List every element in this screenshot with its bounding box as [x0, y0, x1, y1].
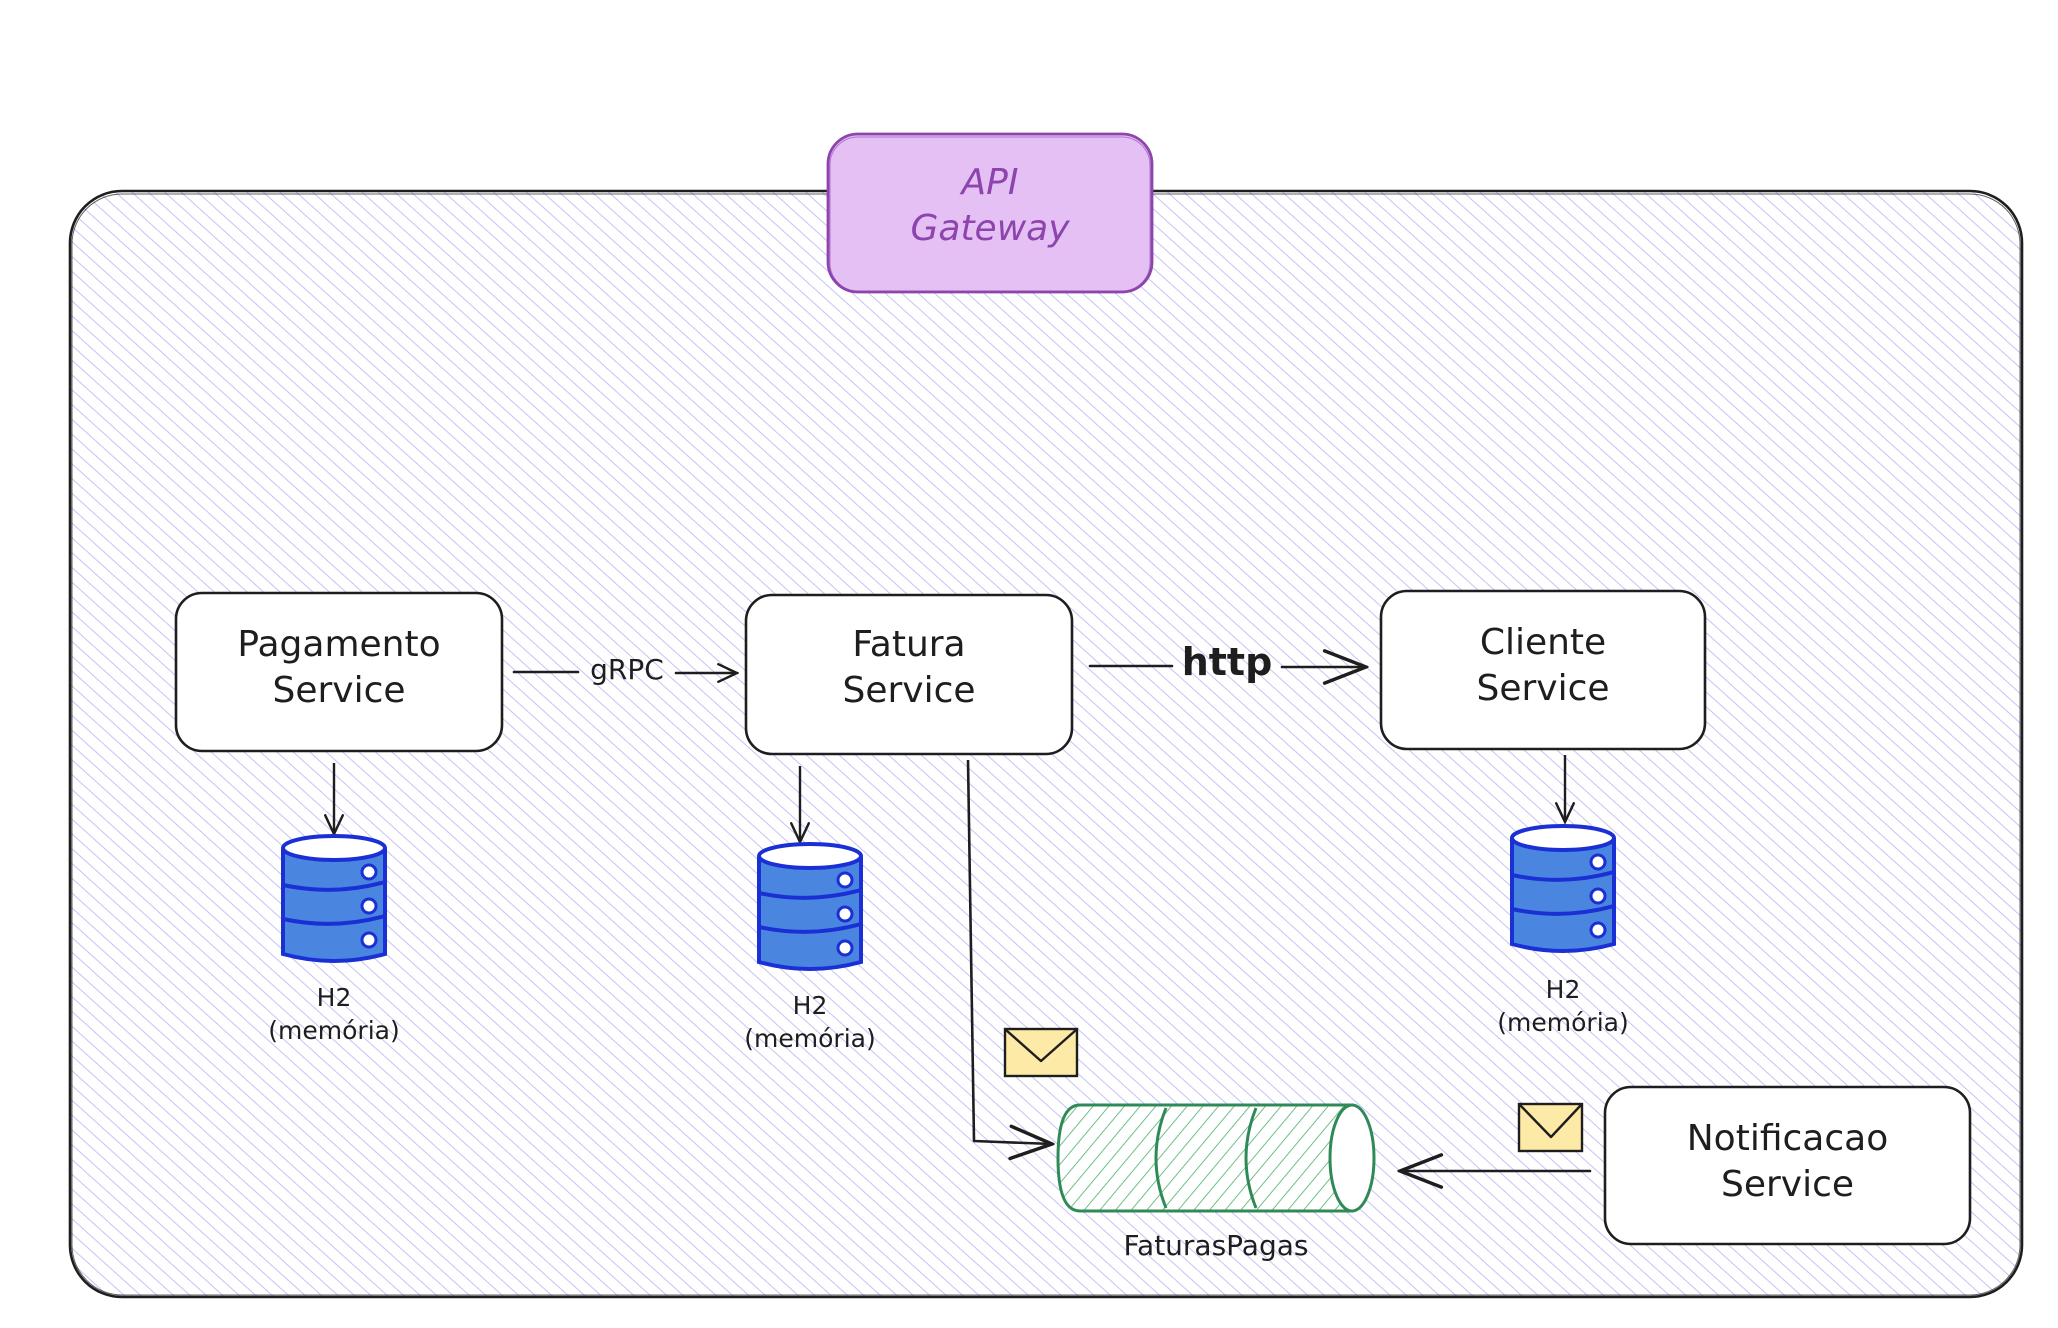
cliente-service-node[interactable] [1379, 589, 1707, 751]
message-envelope-icon [1517, 1102, 1584, 1153]
database-icon [757, 842, 863, 971]
db-pagamento-label: H2 (memória) [268, 983, 400, 1045]
cliente-service-label: Cliente Service [1476, 622, 1610, 710]
pagamento-service-label: Pagamento Service [237, 624, 441, 712]
http-edge-label: http [1181, 640, 1273, 684]
fatura-service-label: Fatura Service [842, 624, 976, 712]
queue-faturas-pagas-icon[interactable] [1056, 1103, 1376, 1213]
api-gateway-label: API Gateway [910, 162, 1070, 250]
db-fatura-label: H2 (memória) [744, 991, 876, 1053]
pagamento-service-node[interactable] [174, 591, 504, 753]
api-gateway-node[interactable] [826, 132, 1154, 294]
grpc-edge-label: gRPC [590, 653, 664, 686]
db-cliente-label: H2 (memória) [1497, 975, 1629, 1037]
database-icon [281, 834, 387, 963]
queue-label: FaturasPagas [1123, 1229, 1309, 1262]
edge-fatura-to-queue[interactable] [966, 759, 1052, 1144]
notificacao-service-node[interactable] [1603, 1085, 1972, 1246]
edge-fatura-to-cliente-http[interactable] [1088, 666, 1366, 667]
database-icon [1510, 824, 1616, 953]
edge-pagamento-to-fatura-grpc[interactable] [512, 672, 737, 673]
message-envelope-icon [1003, 1027, 1079, 1078]
notificacao-service-label: Notificacao Service [1686, 1118, 1889, 1206]
fatura-service-node[interactable] [744, 593, 1074, 756]
